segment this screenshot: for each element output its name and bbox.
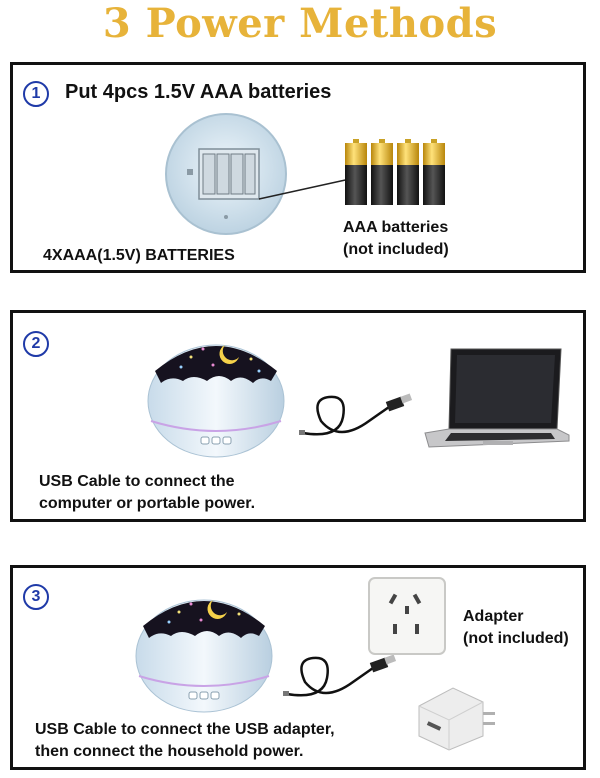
usb-cable-image xyxy=(299,393,413,436)
star-projector-image xyxy=(135,599,273,713)
adapter-label-line2: (not included) xyxy=(463,630,569,647)
method-2-desc-line1: USB Cable to connect the xyxy=(39,473,235,490)
usb-cable-image xyxy=(283,654,397,697)
battery-label-line1: AAA batteries xyxy=(343,219,449,236)
method-3-desc-line1: USB Cable to connect the USB adapter, xyxy=(35,721,335,738)
method-3-desc-line2: then connect the household power. xyxy=(35,743,304,760)
wall-socket-image xyxy=(368,577,446,655)
method-2-desc-line2: computer or portable power. xyxy=(39,495,256,512)
method-1-panel: 1 Put 4pcs 1.5V AAA batteries xyxy=(10,62,586,273)
star-projector-image xyxy=(147,344,285,458)
battery-compartment-image xyxy=(165,113,287,235)
step-number-2: 2 xyxy=(23,331,49,357)
method-3-panel: 3 Adapter (not includ xyxy=(10,565,586,770)
laptop-image xyxy=(424,348,570,448)
adapter-label-line1: Adapter xyxy=(463,608,524,625)
usb-adapter-image xyxy=(418,687,495,751)
pointer-line xyxy=(258,176,360,200)
page-title: 3 Power Methods xyxy=(102,0,498,47)
method-1-heading: Put 4pcs 1.5V AAA batteries xyxy=(65,81,332,103)
compartment-label: 4XAAA(1.5V) BATTERIES xyxy=(43,247,235,264)
method-2-panel: 2 USB xyxy=(10,310,586,522)
step-number-3: 3 xyxy=(23,584,49,610)
aaa-batteries-image xyxy=(345,139,445,205)
step-number-1: 1 xyxy=(23,81,49,107)
battery-label-line2: (not included) xyxy=(343,241,449,258)
